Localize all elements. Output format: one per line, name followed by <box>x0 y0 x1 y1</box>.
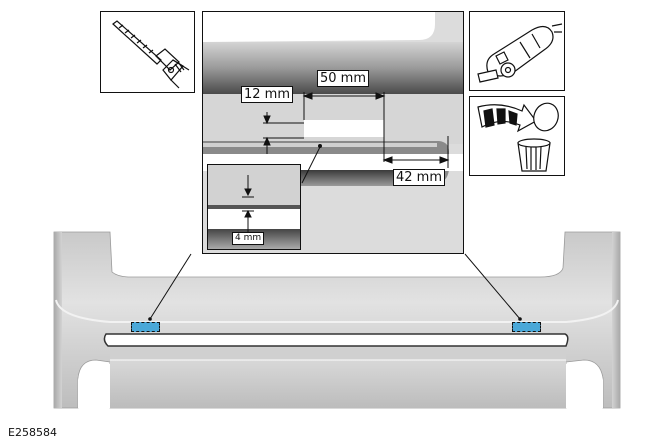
power-cutter-icon <box>477 23 563 83</box>
dimension-label-12mm: 12 mm <box>241 86 294 103</box>
cut-area-marker-right <box>512 322 541 332</box>
drill-hole-saw-icon <box>112 20 190 89</box>
detail-inset: 4 mm <box>207 164 301 250</box>
dispose-panel <box>469 96 565 176</box>
dimension-label-4mm: 4 mm <box>232 232 265 245</box>
cut-area-marker-left <box>131 322 160 332</box>
figure-id: E258584 <box>8 426 57 439</box>
dimension-label-42mm: 42 mm <box>393 169 446 186</box>
dimension-label-50mm: 50 mm <box>317 70 370 87</box>
drill-tool-panel <box>100 11 195 93</box>
detail-view: 50 mm 12 mm 42 mm 4 mm <box>202 11 464 254</box>
detail-view-drawing <box>203 12 463 253</box>
power-cutter-panel <box>469 11 565 91</box>
dispose-to-bin-icon <box>477 102 559 172</box>
